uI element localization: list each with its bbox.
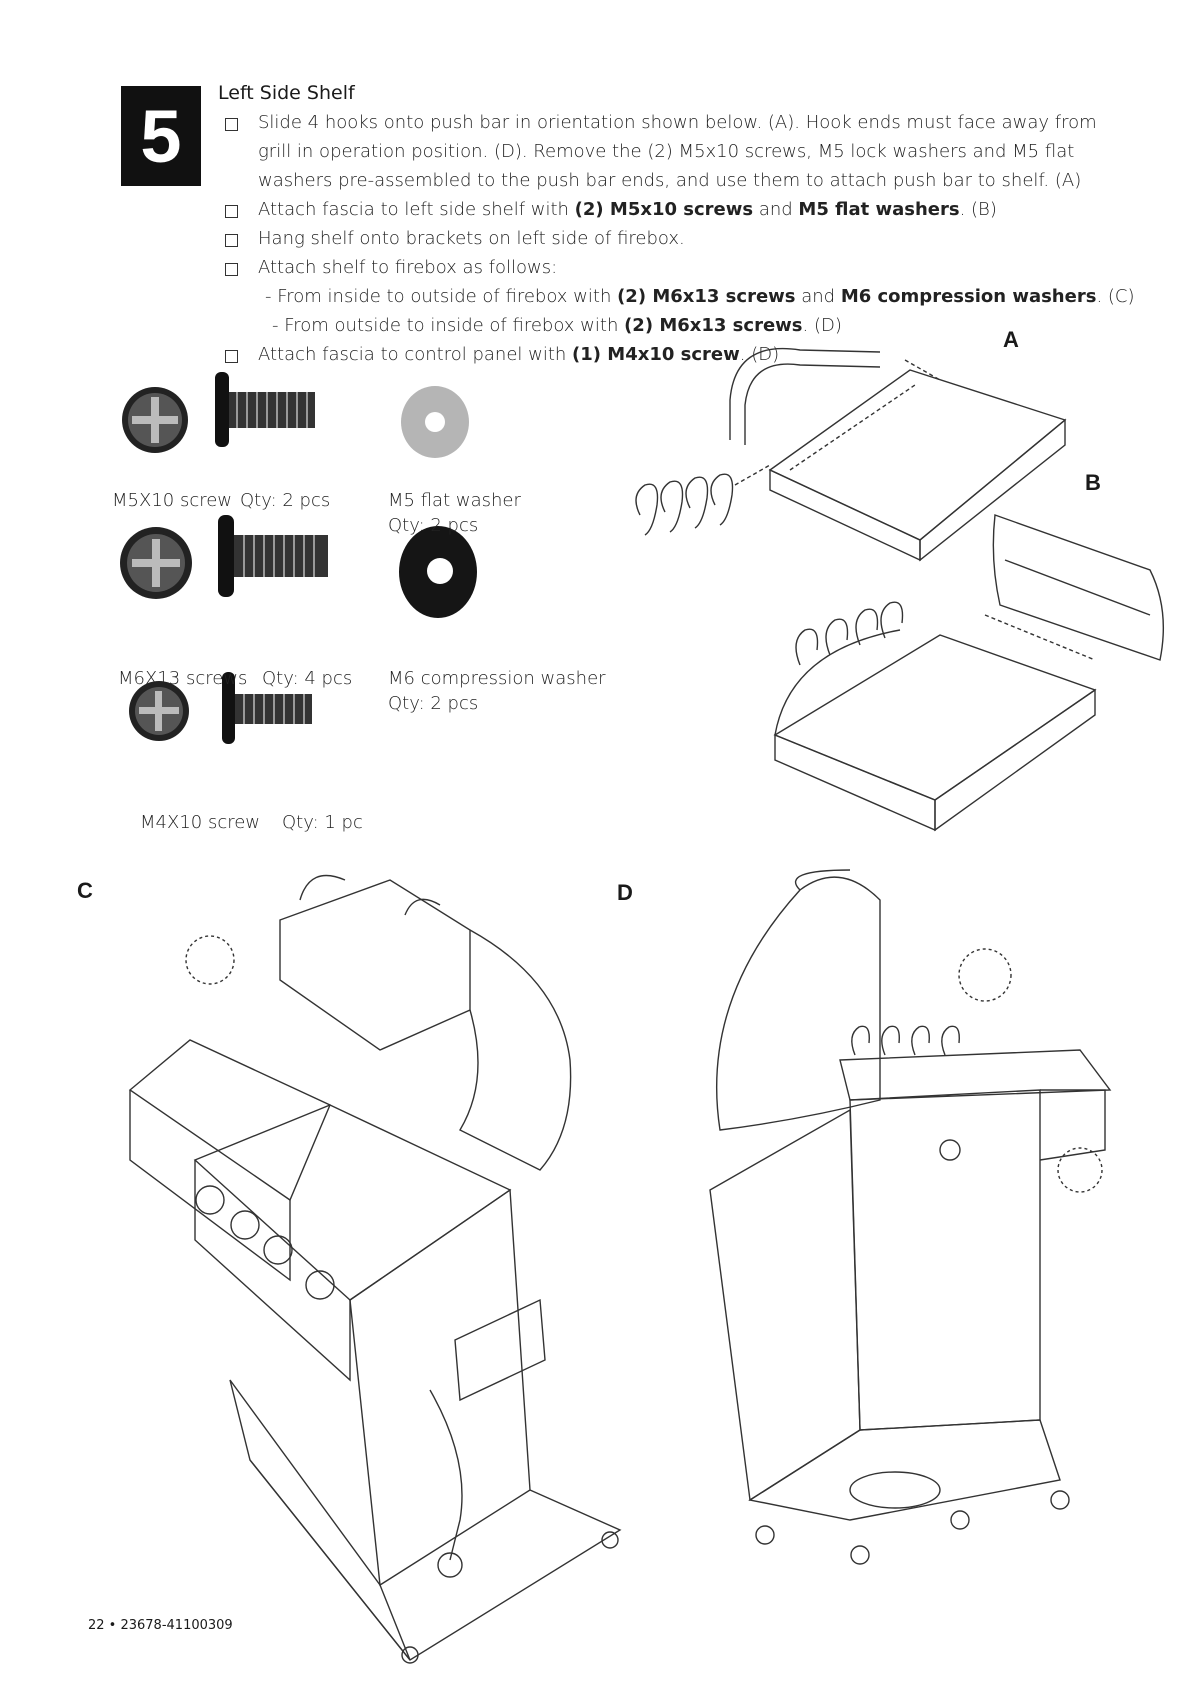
m5-washer-label: M5 flat washer <box>388 490 521 511</box>
instruction-bold-text: M5 flat washers <box>798 199 960 220</box>
checkbox-icon <box>225 118 238 131</box>
instruction-bold-text: (2) M6x13 screws <box>617 286 796 307</box>
checkbox-icon <box>225 350 238 363</box>
instruction-line: - From outside to inside of firebox with… <box>272 313 842 339</box>
instruction-bold-text: (2) M5x10 screws <box>574 199 754 220</box>
figure-label-d: D <box>617 880 633 905</box>
instruction-line: Slide 4 hooks onto push bar in orientati… <box>258 110 1097 136</box>
instruction-line: Attach fascia to left side shelf with (2… <box>258 197 997 223</box>
instruction-line: grill in operation position. (D). Remove… <box>258 139 1074 165</box>
instruction-text: Attach fascia to left side shelf with <box>258 199 575 220</box>
instruction-line: - From inside to outside of firebox with… <box>265 284 1135 310</box>
instruction-text: and <box>753 199 799 220</box>
instruction-bold-text: M6 compression washers <box>840 286 1097 307</box>
instruction-line: Hang shelf onto brackets on left side of… <box>258 226 685 252</box>
m5x10-screw-head-icon <box>122 387 188 453</box>
page-footer: 22 • 23678-41100309 <box>88 1618 233 1633</box>
instruction-line: washers pre-assembled to the push bar en… <box>258 168 1081 194</box>
m5x10-screw-side-icon <box>215 372 315 447</box>
instruction-text: - From outside to inside of firebox with <box>272 315 625 336</box>
m5-flat-washer-icon <box>401 386 469 458</box>
m4x10-qty-label: Qty: 1 pc <box>282 812 363 833</box>
m6-washer-label: M6 compression washer <box>388 668 606 689</box>
m5-washer-qty-label: Qty: 2 pcs <box>388 515 479 536</box>
checkbox-icon <box>225 234 238 247</box>
m6x13-screw-label: M6X13 screws <box>118 668 248 689</box>
instruction-text: . (B) <box>959 199 997 220</box>
step-title: Left Side Shelf <box>218 82 355 104</box>
step-number: 5 <box>140 94 182 178</box>
instruction-text: . (D) <box>802 315 842 336</box>
m6x13-screw-side-icon <box>218 515 328 597</box>
figure-label-a: A <box>1003 327 1019 352</box>
instruction-text: Attach shelf to firebox as follows: <box>258 257 558 278</box>
instruction-bold-text: (2) M6x13 screws <box>624 315 803 336</box>
instruction-line: Attach shelf to firebox as follows: <box>258 255 557 281</box>
instruction-text: . (C) <box>1096 286 1135 307</box>
figure-label-c: C <box>77 878 93 903</box>
m6-washer-qty-label: Qty: 2 pcs <box>388 693 479 714</box>
instruction-bold-text: (1) M4x10 screw <box>572 344 740 365</box>
instruction-text: and <box>795 286 841 307</box>
instruction-text: Attach fascia to control panel with <box>258 344 573 365</box>
m6x13-screw-head-icon <box>120 527 192 599</box>
checkbox-icon <box>225 205 238 218</box>
m6-compression-washer-icon <box>399 526 477 618</box>
m4x10-screw-side-icon <box>222 672 312 744</box>
m5x10-qty-label: Qty: 2 pcs <box>240 490 331 511</box>
instruction-line: Attach fascia to control panel with (1) … <box>258 342 779 368</box>
instruction-text: - From inside to outside of firebox with <box>265 286 618 307</box>
step-number-box: 5 <box>121 86 201 186</box>
m4x10-screw-label: M4X10 screw <box>140 812 261 833</box>
m5x10-screw-label: M5X10 screw <box>112 490 233 511</box>
checkbox-icon <box>225 263 238 276</box>
instruction-text: washers pre-assembled to the push bar en… <box>258 170 1082 191</box>
figure-label-b: B <box>1085 470 1101 495</box>
instruction-text: Hang shelf onto brackets on left side of… <box>258 228 685 249</box>
instruction-text: Slide 4 hooks onto push bar in orientati… <box>258 112 1097 133</box>
m6x13-qty-label: Qty: 4 pcs <box>262 668 353 689</box>
m4x10-screw-head-icon <box>129 681 189 741</box>
instruction-text: grill in operation position. (D). Remove… <box>258 141 1075 162</box>
